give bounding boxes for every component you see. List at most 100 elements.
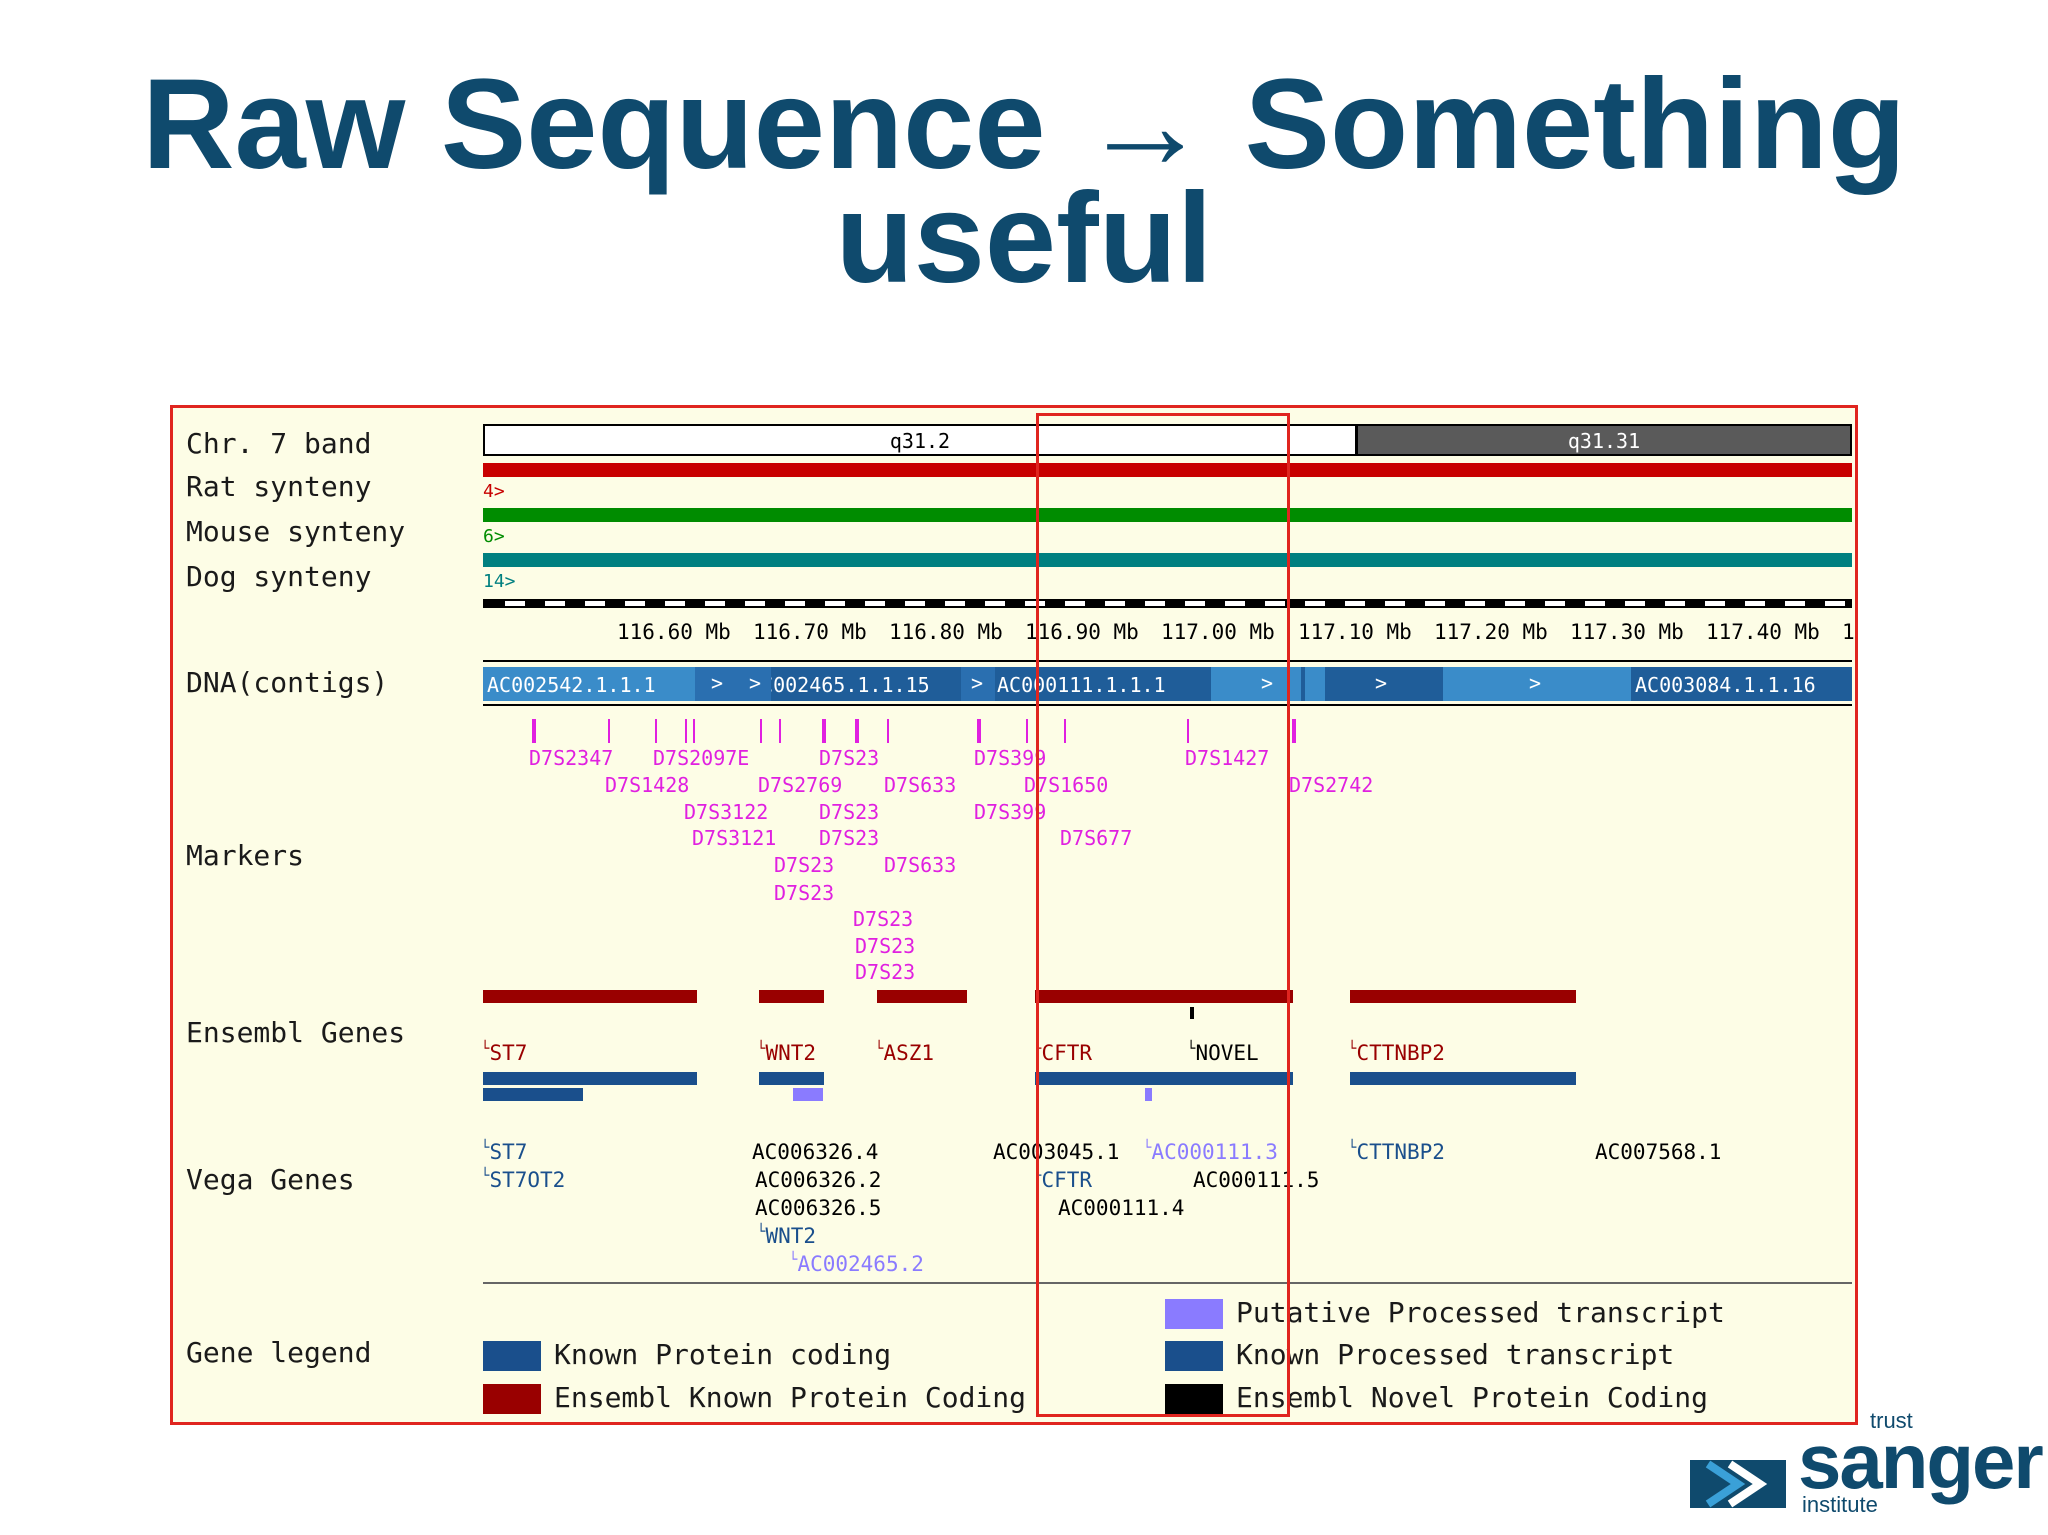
vega-gene-bar[interactable] bbox=[483, 1072, 697, 1085]
ensembl-gene-bar-cttnbp2[interactable] bbox=[1350, 990, 1576, 1003]
marker-label[interactable]: D7S23 bbox=[774, 881, 835, 905]
legend-swatch-known-protein bbox=[483, 1341, 541, 1371]
marker-label[interactable]: D7S23 bbox=[819, 746, 880, 770]
vega-gene-label[interactable]: AC000111.4 bbox=[1058, 1196, 1185, 1220]
contig-track: AC002542.1.1.1 > AC002465.1.1.15 > > AC0… bbox=[483, 667, 1852, 701]
vega-gene-label[interactable]: AC003045.1 bbox=[993, 1140, 1120, 1164]
contig-segment: > bbox=[1443, 667, 1631, 701]
legend-label-putative: Putative Processed transcript bbox=[1236, 1296, 1725, 1329]
marker-tick bbox=[1026, 719, 1028, 743]
scale-tick: 117.20 Mb bbox=[1434, 620, 1548, 644]
legend-label-ensembl-novel: Ensembl Novel Protein Coding bbox=[1236, 1381, 1709, 1414]
marker-tick bbox=[760, 719, 762, 743]
scale-tick: 116.60 Mb bbox=[617, 620, 731, 644]
ensembl-gene-label[interactable]: └CTTNBP2 bbox=[1348, 1041, 1445, 1065]
band-q31-2[interactable]: q31.2 bbox=[483, 424, 1357, 456]
sanger-logo: trust sanger institute bbox=[1690, 1408, 2044, 1518]
dog-synteny-bar[interactable] bbox=[483, 553, 1852, 567]
vega-gene-label[interactable]: └AC000111.3 bbox=[1143, 1140, 1278, 1164]
rat-synteny-label: 4> bbox=[483, 481, 505, 502]
contig-ac002465[interactable]: AC002465.1.1.15 bbox=[743, 667, 993, 701]
band-q31-2-label: q31.2 bbox=[889, 429, 951, 453]
marker-tick bbox=[977, 719, 981, 743]
label-chr-band: Chr. 7 band bbox=[186, 427, 372, 460]
vega-gene-label[interactable]: AC000111.5 bbox=[1193, 1168, 1320, 1192]
marker-label[interactable]: D7S2742 bbox=[1289, 773, 1374, 797]
marker-label[interactable]: D7S2097E bbox=[653, 746, 750, 770]
scale-tick: 116.90 Mb bbox=[1025, 620, 1139, 644]
marker-tick bbox=[1064, 719, 1066, 743]
marker-label[interactable]: D7S3122 bbox=[684, 800, 769, 824]
vega-gene-label[interactable]: └CTTNBP2 bbox=[1348, 1140, 1445, 1164]
legend-swatch-ensembl-known bbox=[483, 1384, 541, 1414]
selection-highlight-box[interactable] bbox=[1036, 413, 1290, 1417]
ensembl-gene-bar-wnt2[interactable] bbox=[759, 990, 824, 1003]
legend-label-known-processed: Known Processed transcript bbox=[1236, 1338, 1675, 1371]
marker-label[interactable]: D7S399 bbox=[974, 746, 1047, 770]
label-ensembl-genes: Ensembl Genes bbox=[186, 1016, 406, 1049]
marker-label[interactable]: D7S23 bbox=[855, 934, 916, 958]
mouse-synteny-bar[interactable] bbox=[483, 508, 1852, 522]
vega-gene-bar-putative[interactable] bbox=[1145, 1088, 1152, 1101]
vega-gene-bar[interactable] bbox=[759, 1072, 824, 1085]
legend-label-ensembl-known: Ensembl Known Protein Coding bbox=[554, 1381, 1027, 1414]
marker-label[interactable]: D7S23 bbox=[774, 853, 835, 877]
vega-gene-bar[interactable] bbox=[483, 1088, 583, 1101]
scale-tick: 117.30 Mb bbox=[1570, 620, 1684, 644]
legend-swatch-known-processed bbox=[1165, 1341, 1223, 1371]
marker-label[interactable]: D7S3121 bbox=[692, 826, 777, 850]
ensembl-gene-label[interactable]: └ASZ1 bbox=[875, 1041, 935, 1065]
vega-gene-label[interactable]: └ST7 bbox=[481, 1140, 528, 1164]
vega-gene-label[interactable]: └WNT2 bbox=[757, 1224, 817, 1248]
marker-label[interactable]: D7S1428 bbox=[605, 773, 690, 797]
marker-tick bbox=[693, 719, 695, 743]
marker-label[interactable]: D7S399 bbox=[974, 800, 1047, 824]
marker-label[interactable]: D7S2769 bbox=[758, 773, 843, 797]
ensembl-gene-label[interactable]: └ST7 bbox=[481, 1041, 528, 1065]
title-line-1: Raw Sequence → Something bbox=[142, 53, 1906, 196]
contig-top-line bbox=[483, 660, 1852, 662]
marker-label[interactable]: D7S23 bbox=[819, 826, 880, 850]
vega-gene-label[interactable]: └ST7OT2 bbox=[481, 1168, 566, 1192]
marker-label[interactable]: D7S23 bbox=[819, 800, 880, 824]
logo-mark-icon bbox=[1690, 1460, 1786, 1508]
legend-swatch-putative bbox=[1165, 1299, 1223, 1329]
marker-label[interactable]: D7S23 bbox=[853, 907, 914, 931]
marker-label[interactable]: D7S677 bbox=[1060, 826, 1133, 850]
contig-direction-arrow: > bbox=[743, 667, 771, 701]
vega-gene-bar-putative[interactable] bbox=[793, 1088, 823, 1101]
marker-tick bbox=[1292, 719, 1296, 743]
marker-label[interactable]: D7S633 bbox=[884, 773, 957, 797]
ensembl-gene-bar-asz1[interactable] bbox=[877, 990, 967, 1003]
rat-synteny-bar[interactable] bbox=[483, 463, 1852, 477]
marker-tick bbox=[608, 719, 610, 743]
ensembl-gene-label[interactable]: └WNT2 bbox=[757, 1041, 817, 1065]
label-mouse-synteny: Mouse synteny bbox=[186, 515, 406, 548]
marker-label[interactable]: D7S1427 bbox=[1185, 746, 1270, 770]
marker-tick bbox=[855, 719, 859, 743]
vega-gene-label[interactable]: AC006326.5 bbox=[755, 1196, 882, 1220]
marker-label[interactable]: D7S2347 bbox=[529, 746, 614, 770]
band-q31-31[interactable]: q31.31 bbox=[1356, 424, 1852, 456]
vega-gene-bar[interactable] bbox=[1350, 1072, 1576, 1085]
label-dog-synteny: Dog synteny bbox=[186, 560, 372, 593]
marker-label[interactable]: D7S23 bbox=[855, 960, 916, 984]
scale-bar bbox=[483, 599, 1852, 608]
legend-divider bbox=[483, 1282, 1852, 1284]
band-q31-31-label: q31.31 bbox=[1567, 429, 1641, 453]
vega-gene-label[interactable]: AC007568.1 bbox=[1595, 1140, 1722, 1164]
ensembl-gene-bar-cftr[interactable] bbox=[1035, 990, 1293, 1003]
vega-gene-label[interactable]: └AC002465.2 bbox=[789, 1252, 924, 1276]
vega-gene-label[interactable]: AC006326.4 bbox=[752, 1140, 879, 1164]
vega-gene-bar[interactable] bbox=[1035, 1072, 1293, 1085]
contig-ac003084[interactable]: AC003084.1.1.16 bbox=[1631, 667, 1852, 701]
marker-tick bbox=[1187, 719, 1189, 743]
ensembl-gene-bar-novel[interactable] bbox=[1190, 1007, 1194, 1019]
legend-swatch-ensembl-novel bbox=[1165, 1384, 1223, 1414]
genome-browser-panel: Chr. 7 band Rat synteny Mouse synteny Do… bbox=[170, 405, 1858, 1425]
ensembl-gene-label[interactable]: └NOVEL bbox=[1187, 1041, 1259, 1065]
ensembl-gene-bar-st7[interactable] bbox=[483, 990, 697, 1003]
scale-tick: 117.40 Mb bbox=[1706, 620, 1820, 644]
vega-gene-label[interactable]: AC006326.2 bbox=[755, 1168, 882, 1192]
marker-label[interactable]: D7S633 bbox=[884, 853, 957, 877]
